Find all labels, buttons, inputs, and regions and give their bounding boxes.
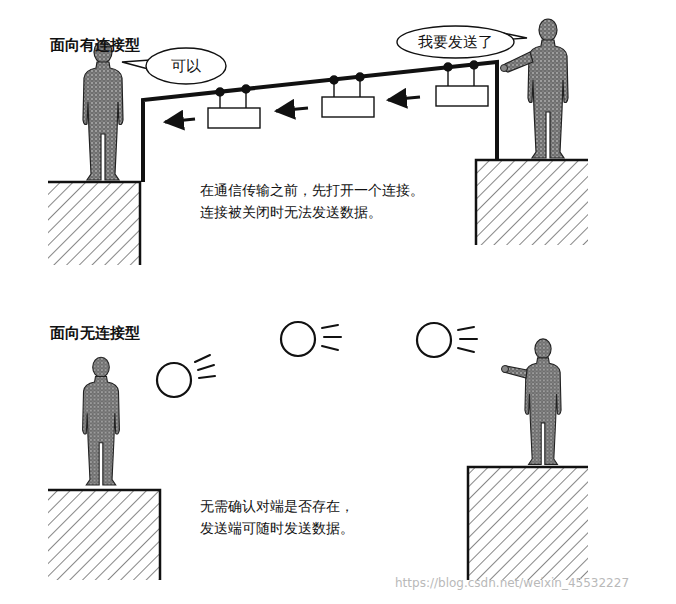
speech-bubble: 可以 xyxy=(145,47,227,85)
packet xyxy=(208,61,488,128)
bubble-ellipse xyxy=(146,48,226,84)
panel-heading: 面向无连接型 xyxy=(50,322,140,345)
panel-heading: 面向有连接型 xyxy=(50,34,140,57)
datagram-ball xyxy=(157,322,451,397)
receiver-person xyxy=(83,41,123,180)
hand xyxy=(502,366,509,373)
cliff xyxy=(48,160,588,265)
cliff xyxy=(48,467,588,580)
speech-text: 我要发送了 xyxy=(418,33,493,51)
receiver-person xyxy=(83,357,120,485)
sender-person xyxy=(525,339,561,464)
bubble-ellipse xyxy=(397,26,514,58)
hand xyxy=(501,65,508,72)
watermark: https://blog.csdn.net/weixin_45532227 xyxy=(395,574,629,593)
speech-bubble: 我要发送了 xyxy=(396,25,515,59)
note: 在通信传输之前，先打开一个连接。 连接被关闭时无法发送数据。 xyxy=(200,180,440,223)
sender-person xyxy=(528,19,568,158)
speech-text: 可以 xyxy=(171,57,201,75)
flow-arrow xyxy=(165,97,420,122)
note: 无需确认对端是否存在， 发送端可随时发送数据。 xyxy=(200,496,368,539)
motion-streak xyxy=(195,325,477,378)
